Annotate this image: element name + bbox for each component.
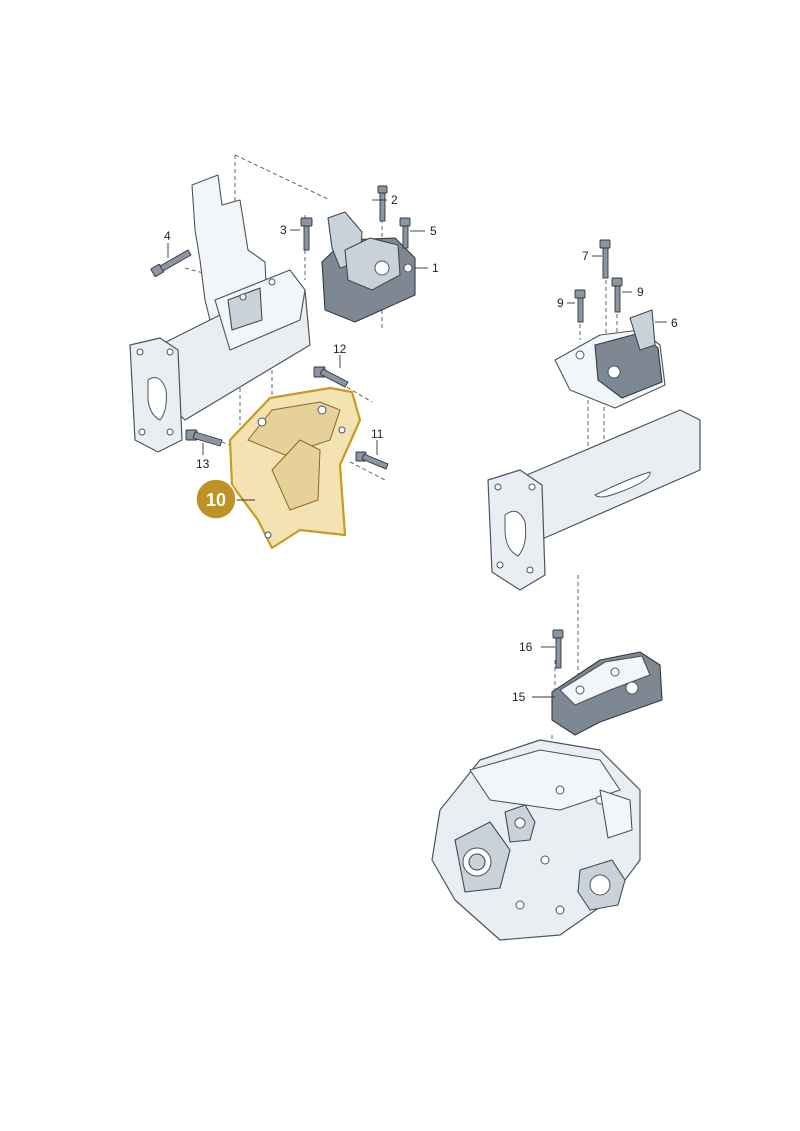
callout-11: 11 bbox=[371, 427, 384, 441]
callout-7: 7 bbox=[582, 249, 589, 263]
callout-15: 15 bbox=[512, 690, 526, 704]
bracket-part-10-highlighted bbox=[228, 386, 362, 550]
callout-16: 16 bbox=[519, 640, 533, 654]
gearbox-bracket-part-15 bbox=[551, 651, 663, 736]
callout-9-left: 9 bbox=[557, 296, 564, 310]
bolt-part-11 bbox=[355, 451, 389, 470]
gearbox-mount-part-6 bbox=[554, 309, 666, 409]
callout-10-label: 10 bbox=[206, 490, 226, 510]
callout-badge-10: 10 bbox=[195, 478, 237, 520]
bolt-part-9-right bbox=[611, 277, 623, 313]
bolt-part-5 bbox=[399, 217, 411, 249]
badge-circle bbox=[195, 478, 237, 520]
bolt-part-13 bbox=[185, 429, 223, 447]
bolt-part-9-left bbox=[574, 289, 586, 323]
gearbox-assembly bbox=[431, 739, 641, 941]
bolt-part-2 bbox=[377, 185, 388, 222]
bolt-part-3 bbox=[300, 217, 313, 251]
callout-12: 12 bbox=[333, 342, 347, 356]
left-frame-rail bbox=[129, 174, 311, 453]
callout-1: 1 bbox=[432, 261, 439, 275]
callout-2: 2 bbox=[391, 193, 398, 207]
callout-13: 13 bbox=[196, 457, 210, 471]
callout-4: 4 bbox=[164, 229, 171, 243]
bolt-part-12 bbox=[313, 366, 349, 388]
bolt-part-7 bbox=[599, 239, 611, 279]
bolt-part-16 bbox=[552, 629, 564, 669]
callout-5: 5 bbox=[430, 224, 437, 238]
engine-mount-part-1 bbox=[321, 211, 416, 323]
callout-9-right: 9 bbox=[637, 285, 644, 299]
right-frame-rail bbox=[487, 409, 701, 591]
callout-3: 3 bbox=[280, 223, 287, 237]
leader-lines bbox=[167, 199, 667, 698]
callout-6: 6 bbox=[671, 316, 678, 330]
bolt-part-4 bbox=[150, 249, 192, 277]
